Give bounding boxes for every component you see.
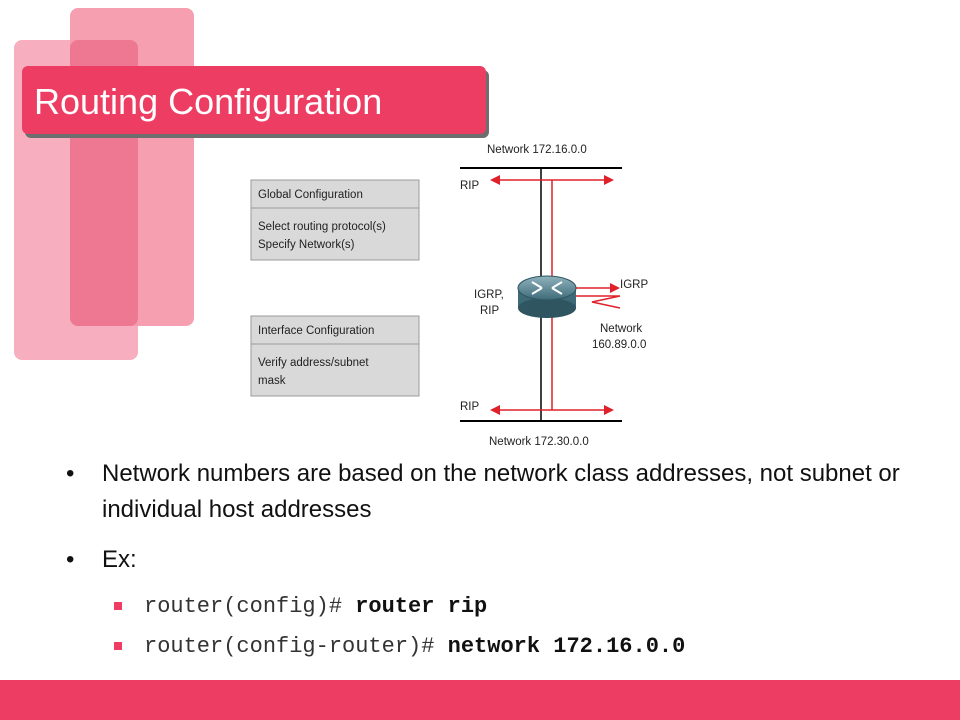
command-prompt: router(config-router)#	[144, 634, 448, 659]
network-bottom-label: Network 172.30.0.0	[489, 436, 589, 448]
bullet-item-network-numbers: • Network numbers are based on the netwo…	[58, 456, 918, 528]
command-text: network 172.16.0.0	[447, 634, 686, 659]
global-config-box: Global Configuration Select routing prot…	[250, 179, 420, 261]
bullet-item-example: • Ex:	[58, 542, 918, 578]
square-bullet-icon	[114, 602, 122, 610]
bullet-dot: •	[66, 460, 75, 487]
rip-top-label: RIP	[460, 180, 480, 192]
command-text: router rip	[355, 594, 488, 619]
slide-title: Routing Configuration	[34, 81, 383, 122]
interface-config-box: Interface Configuration Verify address/s…	[250, 315, 420, 397]
routing-diagram: Global Configuration Select routing prot…	[250, 144, 648, 448]
serial-link-zigzag	[564, 295, 621, 309]
bullet-text: Network numbers are based on the network…	[102, 460, 900, 523]
square-bullet-icon	[114, 642, 122, 650]
global-config-line1: Select routing protocol(s)	[258, 221, 386, 233]
command-line-2: router(config-router)# network 172.16.0.…	[58, 632, 918, 662]
bullet-list: • Network numbers are based on the netwo…	[58, 456, 918, 672]
command-line-1: router(config)# router rip	[58, 592, 918, 622]
network-top-label: Network 172.16.0.0	[487, 144, 587, 156]
network-right-label-1: Network	[600, 323, 642, 335]
rip-bottom-label: RIP	[460, 401, 480, 413]
interface-config-line1: Verify address/subnet	[258, 357, 369, 369]
interface-config-header: Interface Configuration	[258, 325, 374, 337]
global-config-line2: Specify Network(s)	[258, 239, 355, 251]
title-bar	[22, 66, 486, 134]
network-right-label-2: 160.89.0.0	[592, 339, 646, 351]
bullet-text: Ex:	[102, 546, 137, 573]
igrp-label: IGRP	[620, 279, 648, 291]
router-label-1: IGRP,	[474, 289, 504, 301]
bullet-dot: •	[66, 546, 75, 573]
command-prompt: router(config)#	[144, 594, 356, 619]
global-config-header: Global Configuration	[258, 189, 363, 201]
router-label-2: RIP	[480, 305, 500, 317]
footer-bar	[0, 680, 960, 720]
interface-config-line2: mask	[258, 375, 286, 387]
router-icon	[517, 275, 577, 318]
